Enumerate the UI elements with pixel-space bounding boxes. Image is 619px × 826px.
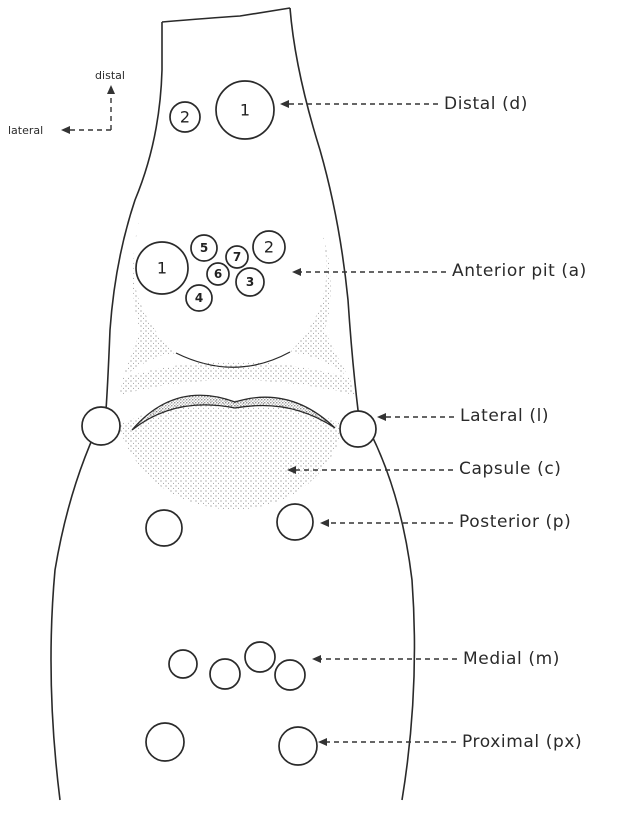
proximal-sensillum-right xyxy=(279,727,317,765)
lateral-sensillum-left xyxy=(82,407,120,445)
pit-sensillum-6-number: 6 xyxy=(214,267,222,281)
orientation-distal-label: distal xyxy=(95,69,125,82)
posterior-sensillum-right xyxy=(277,504,313,540)
pit-sensillum-3-number: 3 xyxy=(246,275,254,289)
pit-sensillum-5-number: 5 xyxy=(200,241,208,255)
label-posterior: Posterior (p) xyxy=(459,512,571,532)
region-labels: Distal (d) Anterior pit (a) Lateral (l) … xyxy=(444,94,587,752)
pointer-lateral-arrowhead xyxy=(377,413,386,421)
orientation-up-arrowhead xyxy=(107,85,115,94)
pointer-medial-arrowhead xyxy=(312,655,321,663)
distal-sensillum-2-number: 2 xyxy=(180,108,190,127)
pit-sensillum-2-number: 2 xyxy=(264,238,274,257)
pit-sensillum-4-number: 4 xyxy=(195,291,203,305)
label-capsule: Capsule (c) xyxy=(459,459,562,479)
posterior-sensillum-left xyxy=(146,510,182,546)
pointer-distal-arrowhead xyxy=(280,100,289,108)
medial-sensillum-1 xyxy=(169,650,197,678)
orientation-left-arrowhead xyxy=(61,126,70,134)
label-anterior-pit: Anterior pit (a) xyxy=(452,261,587,281)
pit-base-stipple xyxy=(120,362,355,396)
orientation-indicator: distal lateral xyxy=(8,69,125,137)
lateral-sensillum-right xyxy=(340,411,376,447)
label-lateral: Lateral (l) xyxy=(460,406,549,426)
distal-sensillum-1-number: 1 xyxy=(240,101,250,120)
medial-sensillum-4 xyxy=(275,660,305,690)
proximal-sensillum-left xyxy=(146,723,184,761)
pointer-proximal-arrowhead xyxy=(318,738,327,746)
pointer-anterior-pit-arrowhead xyxy=(292,268,301,276)
medial-sensillum-3 xyxy=(245,642,275,672)
pit-sensillum-7-number: 7 xyxy=(233,250,241,264)
orientation-lateral-label: lateral xyxy=(8,124,43,137)
medial-sensillum-2 xyxy=(210,659,240,689)
pit-sensillum-1-number: 1 xyxy=(157,259,167,278)
pointer-posterior-arrowhead xyxy=(320,519,329,527)
label-medial: Medial (m) xyxy=(463,649,560,669)
label-proximal: Proximal (px) xyxy=(462,732,582,752)
label-distal: Distal (d) xyxy=(444,94,528,114)
